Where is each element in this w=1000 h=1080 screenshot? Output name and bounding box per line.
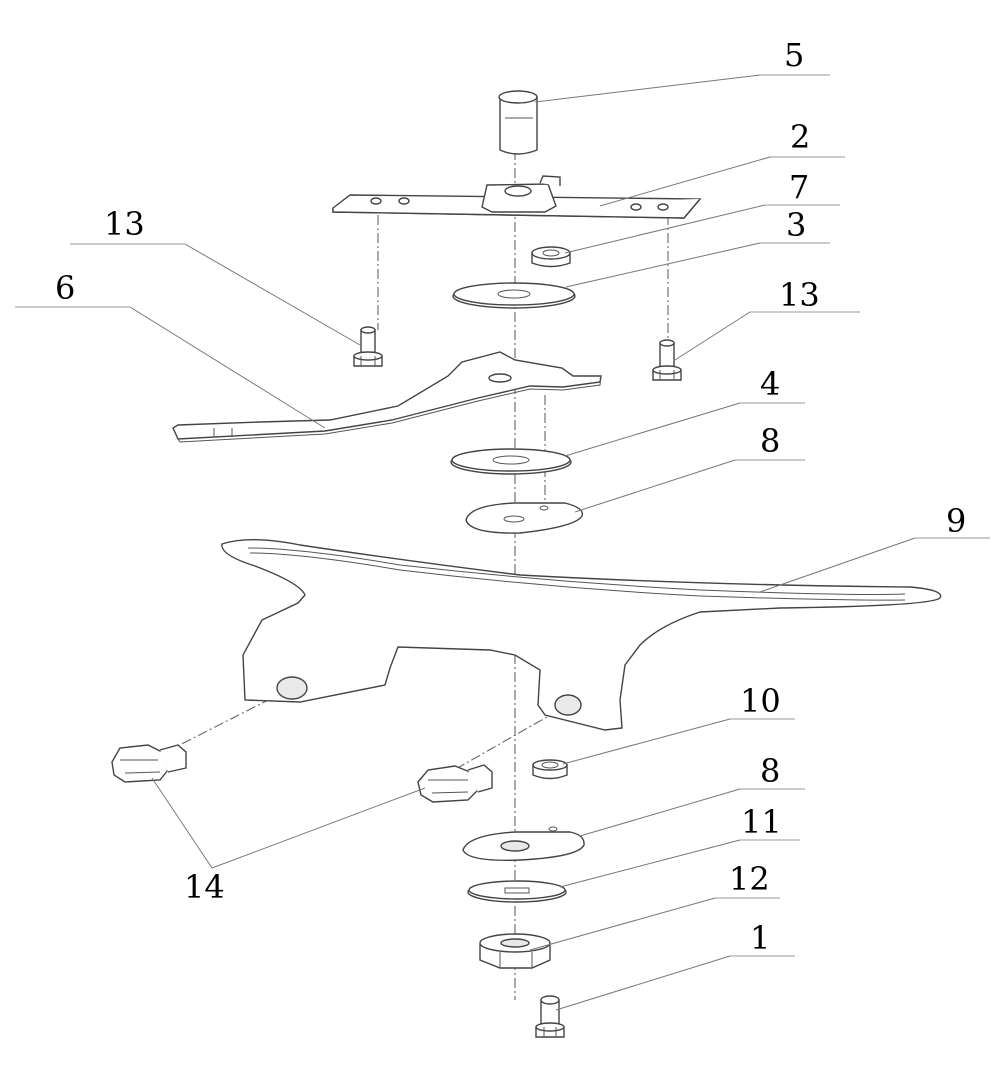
callout-9: 9 <box>946 502 966 540</box>
part-13-screw-right <box>652 339 682 381</box>
part-8-tab-washer-upper <box>465 502 584 534</box>
part-10-spacer <box>532 759 568 780</box>
callout-7: 7 <box>789 168 809 206</box>
callout-5: 5 <box>784 36 804 74</box>
callout-8-lower: 8 <box>760 752 780 790</box>
callout-8-upper: 8 <box>760 422 780 460</box>
part-14-bolt-right <box>417 764 493 803</box>
part-1-bottom-screw <box>535 995 565 1038</box>
part-8-tab-washer-lower <box>462 826 585 861</box>
part-13-screw-left <box>353 326 383 367</box>
callout-leaders <box>15 74 990 1011</box>
part-7-spacer <box>531 246 571 268</box>
part-5-knob <box>498 90 538 155</box>
part-11-flat-washer <box>467 880 567 903</box>
callout-13-left: 13 <box>104 205 145 243</box>
callout-3: 3 <box>786 206 806 244</box>
callout-1: 1 <box>750 919 770 957</box>
callout-labels: 5 2 7 3 13 6 13 4 8 9 10 8 11 12 1 14 <box>55 36 966 957</box>
callout-13-right: 13 <box>779 276 820 314</box>
part-12-hex-nut <box>479 933 551 969</box>
part-2-mounting-plate <box>332 175 702 219</box>
part-3-washer <box>452 282 576 309</box>
callout-4: 4 <box>760 365 780 403</box>
callout-12: 12 <box>729 860 770 898</box>
callout-11: 11 <box>741 803 782 841</box>
part-4-washer <box>450 448 572 475</box>
part-6-lever <box>172 351 602 443</box>
callout-6: 6 <box>55 269 75 307</box>
callout-14: 14 <box>184 868 225 906</box>
callout-10: 10 <box>740 682 781 720</box>
part-9-main-bracket <box>221 539 942 731</box>
callout-2: 2 <box>790 118 810 156</box>
part-14-bolt-left <box>111 744 187 783</box>
